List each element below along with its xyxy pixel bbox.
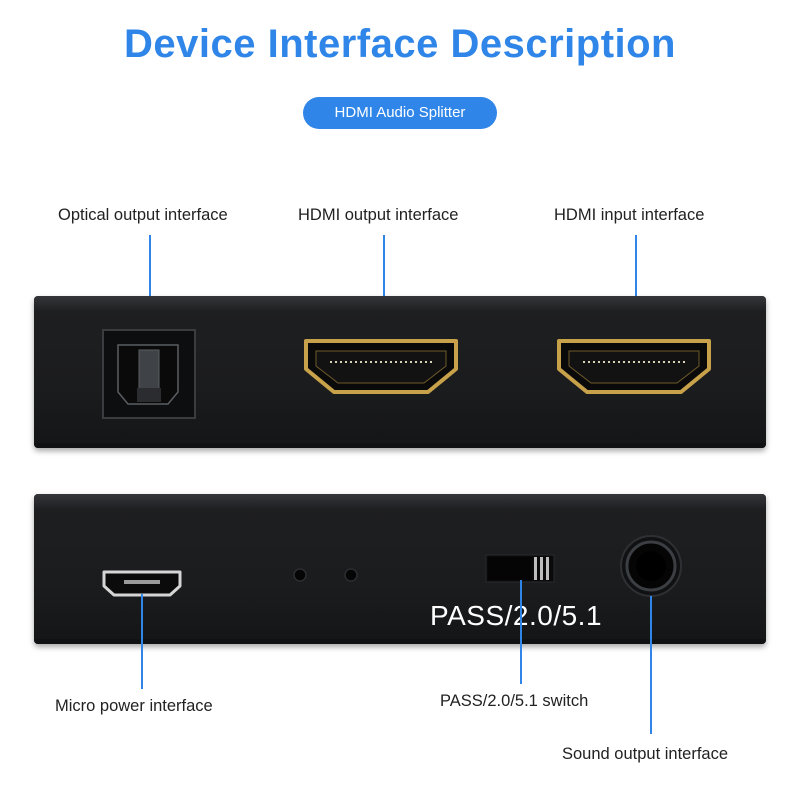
label-hdmi-output: HDMI output interface xyxy=(298,206,459,224)
device-top-edge xyxy=(34,494,766,510)
product-name-badge: HDMI Audio Splitter xyxy=(303,97,497,129)
leader-line-sound-output xyxy=(650,596,652,734)
switch-printed-label: PASS/2.0/5.1 xyxy=(430,600,603,631)
device-rear-panel xyxy=(34,494,766,644)
label-micro-power: Micro power interface xyxy=(55,697,213,715)
label-optical-output: Optical output interface xyxy=(58,206,228,224)
leader-line-micro-power xyxy=(141,594,143,689)
label-switch: PASS/2.0/5.1 switch xyxy=(440,692,589,710)
leader-line-hdmi-input xyxy=(635,235,637,331)
device-front-panel xyxy=(34,296,766,448)
leader-line-switch xyxy=(520,580,522,684)
leader-line-hdmi-output xyxy=(383,235,385,331)
leader-line-optical xyxy=(149,235,151,331)
label-hdmi-input: HDMI input interface xyxy=(554,206,705,224)
device-bottom-edge xyxy=(34,443,766,448)
page-title: Device Interface Description xyxy=(124,22,676,66)
device-top-edge xyxy=(34,296,766,312)
label-sound-output: Sound output interface xyxy=(562,745,729,763)
device-bottom-edge xyxy=(34,639,766,644)
